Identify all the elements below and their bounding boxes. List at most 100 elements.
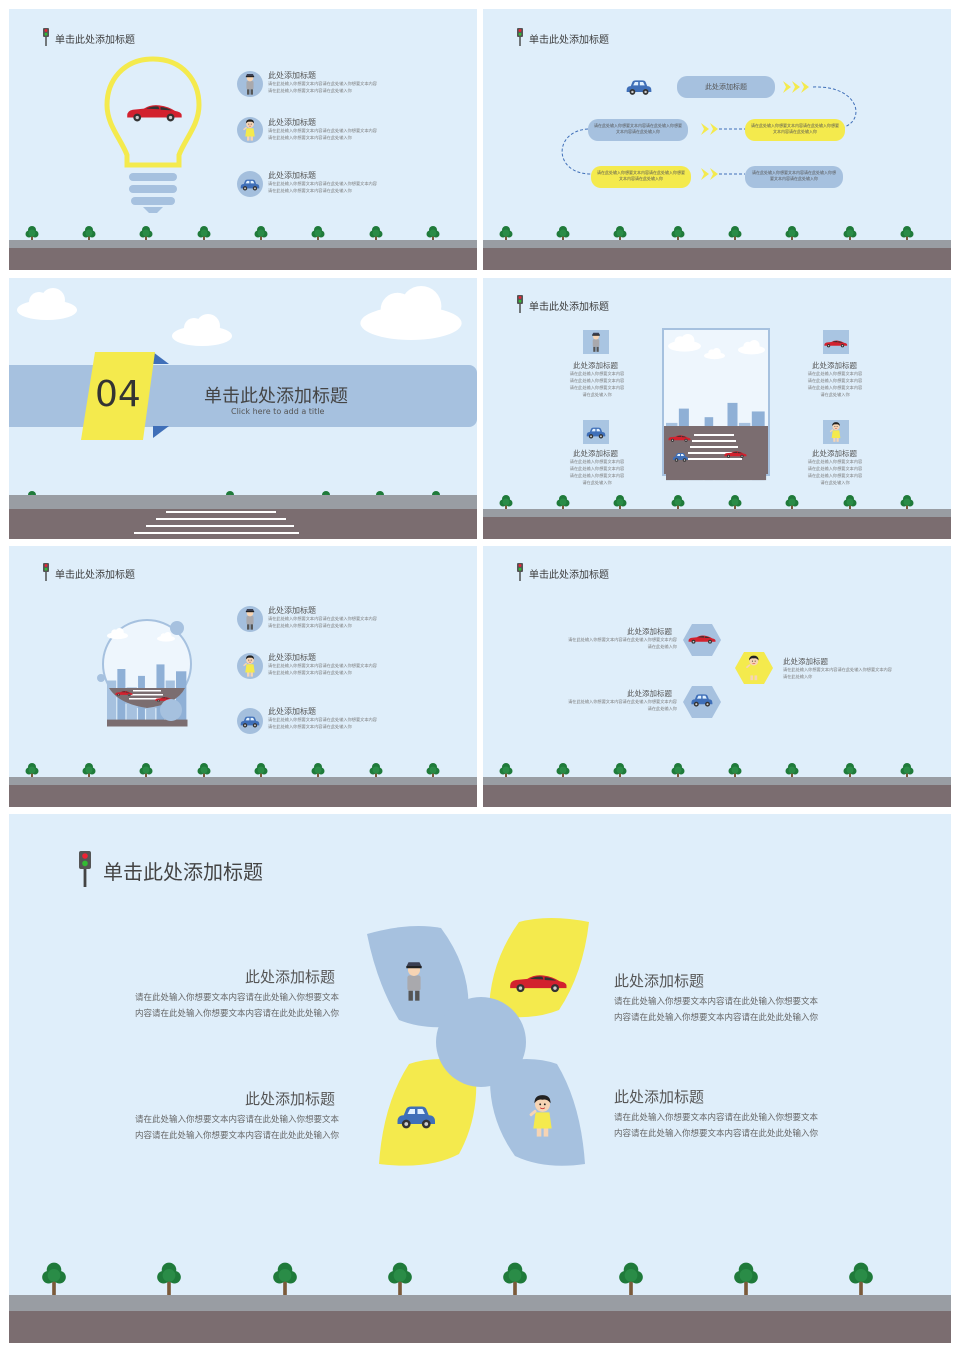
item-title: 此处添加标题 [812,449,857,458]
traffic-light-icon [517,563,523,581]
item-title: 此处添加标题 [783,657,828,666]
item-title: 此处添加标题 [627,627,672,636]
item-title: 此处添加标题 [573,361,618,370]
child-icon [735,652,773,684]
tree-icon [157,1262,181,1299]
item-title: 此处添加标题 [614,1088,705,1106]
sports-car-icon [683,624,721,656]
traffic-light-icon [43,28,49,46]
city-circle [97,619,192,727]
cloud-icon [17,288,77,320]
tree-icon [42,1262,66,1299]
road [9,1311,951,1343]
curb [483,509,951,517]
item-text: 请在此处输入你想要文本内容请在此处输入你想要文本内容请在此处输入你 [783,667,892,679]
road [9,509,477,539]
item-title: 此处添加标题 [268,653,316,662]
cloud-icon [360,286,462,340]
item-text: 请在此处输入你想要文本内容请在此处输入你想要文本内容请在此处输入你想要文本内容请… [807,459,863,485]
slide-title: 单击此处添加标题 [529,570,609,581]
flow-step[interactable]: 请在此处输入你想要文本内容请在此处输入你想要文本内容请在此处输入你 [591,166,691,188]
item-text: 请在此处输入你想要文本内容请在此处输入你想要文本内容请在此处输入你想要文本内容请… [268,616,377,628]
curb [9,1295,951,1311]
item-text: 请在此处输入你想要文本内容请在此处输入你想要文本内容请在此处输入你想要文本内容请… [614,1113,819,1139]
item-title: 此处添加标题 [812,361,857,370]
tree-icon [388,1262,412,1299]
slide-7-large[interactable]: 单击此处添加标题 此处添加标题 请在此处输入你想要文本内容请在此处输入你想要文本… [9,814,951,1343]
curb [9,777,477,785]
car-icon [583,420,609,444]
item-icon-child [237,117,263,143]
curb [9,495,477,509]
section-subtitle: Click here to add a title [231,407,325,416]
flow-step[interactable]: 请在此处输入你想要文本内容请在此处输入你想要文本内容请在此处输入你 [745,166,843,188]
item-title: 此处添加标题 [245,968,336,986]
slide-title: 单击此处添加标题 [55,35,135,46]
road [9,785,477,807]
car-icon [626,80,652,95]
car-icon [683,686,721,718]
item-text: 请在此处输入你想要文本内容请在此处输入你想要文本内容请在此处输入你想要文本内容请… [569,459,625,485]
city-picture [662,328,770,481]
tree-icon [273,1262,297,1299]
section-number-tag [81,352,169,440]
slide-1[interactable]: 单击此处添加标题 此处添加标题 请在此处输入你想要文本内容请在此处输入你想要文本… [9,9,477,270]
item-title: 此处添加标题 [268,171,316,180]
item-text: 请在此处输入你想要文本内容请在此处输入你想要文本内容请在此处输入你想要文本内容请… [569,371,625,397]
lightbulb-icon [104,56,202,213]
item-title: 此处添加标题 [614,972,705,990]
flow-step-title[interactable]: 此处添加标题 [677,76,775,98]
item-title: 此处添加标题 [245,1090,336,1108]
item-icon-police [237,71,263,97]
item-text: 请在此处输入你想要文本内容请在此处输入你想要文本内容请在此处输入你想要文本内容请… [268,663,377,675]
slide-3-section[interactable]: 04 单击此处添加标题 Click here to add a title [9,278,477,539]
slide-5[interactable]: 单击此处添加标题 此处添加标题 请在此处输入你想要文本内容请在此处输入你想要文本… [9,546,477,807]
item-icon-car [237,171,263,197]
petal-diagram [367,918,589,1166]
item-text: 请在此处输入你想要文本内容请在此处输入你想要文本内容请在此处输入你 [568,699,677,711]
item-text: 请在此处输入你想要文本内容请在此处输入你想要文本内容请在此处输入你想要文本内容请… [268,81,377,93]
police-icon [583,330,609,354]
item-title: 此处添加标题 [627,689,672,698]
tree-icon [849,1262,873,1299]
sports-car-icon [127,105,182,122]
item-title: 此处添加标题 [573,449,618,458]
slide-4[interactable]: 单击此处添加标题 此处添加标题 请在此处输入你想要文本内容请在此处输入你想要文本… [483,278,951,539]
page-title: 单击此处添加标题 [103,860,263,884]
item-icon-child [237,653,263,679]
curb [483,240,951,248]
traffic-light-icon [43,563,49,581]
item-icon-car [237,708,263,734]
road [9,248,477,270]
section-title: 单击此处添加标题 [204,386,348,407]
road [483,517,951,539]
flow-step[interactable]: 请在此处输入你想要文本内容请在此处输入你想要文本内容请在此处输入你 [745,119,845,141]
slide-title: 单击此处添加标题 [529,35,609,46]
item-title: 此处添加标题 [268,707,316,716]
cloud-icon [172,314,232,346]
road [483,248,951,270]
slide-title: 单击此处添加标题 [55,570,135,581]
tree-icon [619,1262,643,1299]
item-text: 请在此处输入你想要文本内容请在此处输入你想要文本内容请在此处输入你想要文本内容请… [134,993,339,1019]
slide-6[interactable]: 单击此处添加标题 此处添加标题 请在此处输入你想要文本内容请在此处输入你想要文本… [483,546,951,807]
curb [483,777,951,785]
flow-lines [561,81,857,180]
tree-icon [734,1262,758,1299]
traffic-light-icon [517,295,523,313]
traffic-light-icon [79,851,91,887]
item-text: 请在此处输入你想要文本内容请在此处输入你想要文本内容请在此处输入你想要文本内容请… [134,1115,339,1141]
slide-2[interactable]: 单击此处添加标题 此处添加标题 请在此处输入你想要文本内容请在此处输入你想要文本… [483,9,951,270]
tree-icon [503,1262,527,1299]
slide-title: 单击此处添加标题 [529,302,609,313]
item-text: 请在此处输入你想要文本内容请在此处输入你想要文本内容请在此处输入你想要文本内容请… [807,371,863,397]
section-number: 04 [95,374,141,415]
item-title: 此处添加标题 [268,606,316,615]
child-icon [823,420,849,444]
curb [9,240,477,248]
crosswalk [134,509,299,539]
item-icon-police [237,606,263,632]
flow-step[interactable]: 请在此处输入你想要文本内容请在此处输入你想要文本内容请在此处输入你 [588,119,688,141]
item-text: 请在此处输入你想要文本内容请在此处输入你想要文本内容请在此处输入你 [568,637,677,649]
sports-car-icon [823,330,849,354]
